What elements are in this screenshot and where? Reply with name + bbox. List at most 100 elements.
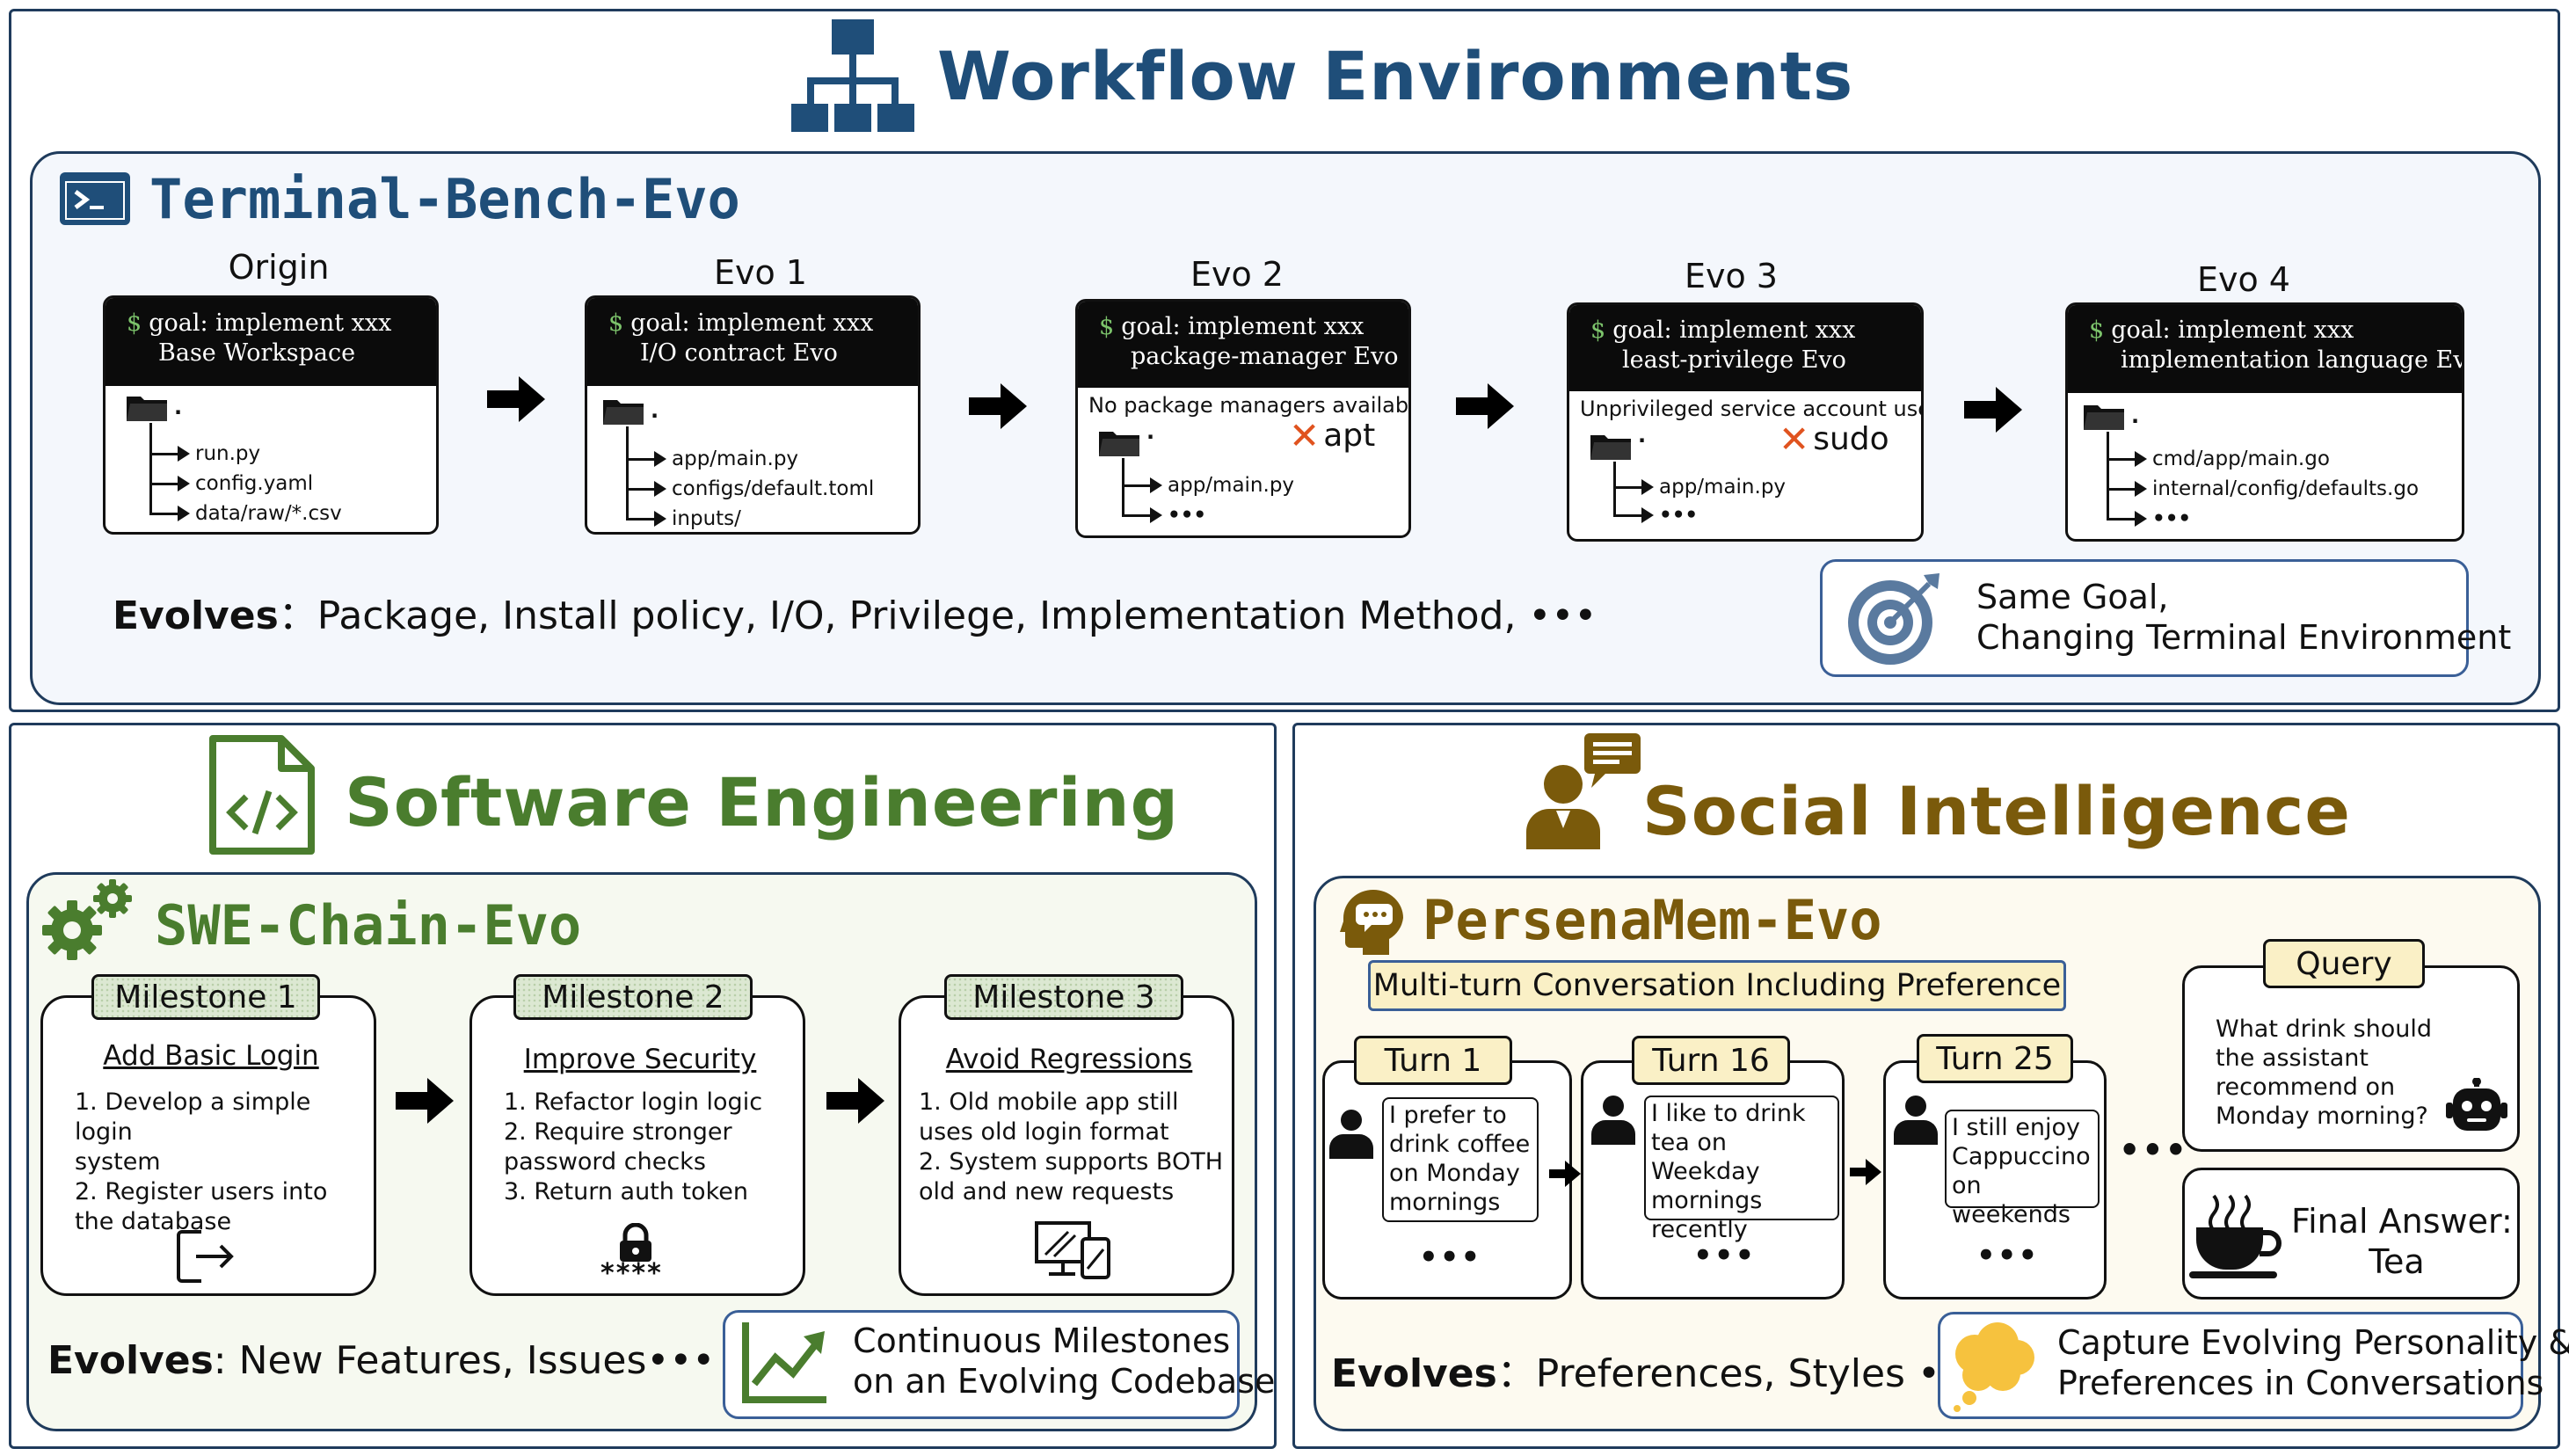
milestone-steps: 1. Old mobile app still uses old login f… — [919, 1088, 1224, 1205]
stage-label-evo3: Evo 3 — [1684, 257, 1778, 295]
tree-item: app/main.py — [1122, 470, 1294, 500]
tree-root: . — [2131, 404, 2140, 428]
goal-text: goal: implement xxx — [1612, 317, 1856, 344]
devices-icon — [1035, 1221, 1110, 1279]
milestone-tag-2: Milestone 2 — [513, 974, 753, 1020]
prompt-icon: $ — [608, 309, 624, 337]
sitemap-icon — [791, 19, 914, 132]
workflow-title: Workflow Environments — [937, 37, 1854, 115]
tree-line — [626, 426, 629, 518]
tree-item: internal/config/defaults.go — [2107, 474, 2419, 504]
variant-text: Base Workspace — [158, 339, 356, 367]
terminal-card-evo2: $goal: implement xxx package-manager Evo… — [1075, 299, 1411, 538]
social-callout-text: Capture Evolving Personality & Preferenc… — [2057, 1323, 2569, 1402]
answer-text: Final Answer: Tea — [2291, 1202, 2513, 1281]
arrow-right-icon — [826, 1078, 884, 1124]
workflow-callout-text: Same Goal, Changing Terminal Environment — [1976, 578, 2512, 657]
trend-chart-icon — [742, 1322, 826, 1403]
folder-icon — [2084, 405, 2124, 430]
message-bubble: I like to drink tea on Weekday mornings … — [1644, 1096, 1839, 1243]
tree-root: . — [174, 395, 183, 419]
tree-item: config.yaml — [149, 469, 313, 499]
terminal-header: $goal: implement xxx I/O contract Evo — [587, 298, 918, 386]
tree-item: ••• — [2107, 504, 2191, 534]
tree-item: ••• — [1122, 500, 1206, 530]
blocked-tool: ✕apt — [1289, 414, 1376, 457]
persenamem-title: PersenaMem-Evo — [1423, 888, 1882, 952]
terminal-card-origin: $goal: implement xxx Base Workspace . ru… — [103, 295, 439, 535]
tree-item: ••• — [1613, 500, 1698, 530]
terminal-header: $goal: implement xxx implementation lang… — [2068, 305, 2462, 393]
gears-icon — [42, 879, 132, 960]
milestone-steps: 1. Develop a simple login system 2. Regi… — [75, 1088, 328, 1235]
social-callout — [1938, 1312, 2523, 1419]
goal-text: goal: implement xxx — [630, 309, 874, 337]
code-file-icon — [209, 735, 315, 855]
tree-root: . — [1146, 419, 1155, 444]
prompt-icon: $ — [1099, 313, 1115, 340]
software-title: Software Engineering — [345, 763, 1180, 841]
query-tag: Query — [2263, 939, 2425, 988]
prompt-icon: $ — [2089, 317, 2105, 344]
tea-cup-icon — [2189, 1194, 2282, 1278]
tree-item: data/raw/*.csv — [149, 499, 342, 528]
milestone-card-3: Avoid Regressions 1. Old mobile app stil… — [899, 995, 1234, 1296]
arrow-right-icon — [1850, 1159, 1881, 1185]
tree-item: app/main.py — [626, 444, 798, 474]
more-dots: ••• — [1693, 1238, 1757, 1273]
milestone-card-2: Improve Security 1. Refactor login logic… — [469, 995, 805, 1296]
swe-chain-title: SWE-Chain-Evo — [155, 893, 582, 957]
arrow-right-icon — [1456, 383, 1514, 429]
software-callout-text: Continuous Milestones on an Evolving Cod… — [853, 1321, 1276, 1401]
terminal-bench-title: Terminal-Bench-Evo — [149, 167, 740, 231]
blocked-tool: ✕sudo — [1779, 418, 1889, 461]
goal-text: goal: implement xxx — [149, 309, 392, 337]
logout-icon — [177, 1230, 234, 1283]
query-text: What drink should the assistant recommen… — [2216, 1016, 2433, 1130]
arrow-right-icon — [487, 376, 545, 422]
stage-label-evo4: Evo 4 — [2196, 260, 2290, 299]
lock-icon — [620, 1223, 651, 1262]
message-bubble: I still enjoy Cappuccino on weekends — [1945, 1110, 2100, 1228]
stage-label-evo2: Evo 2 — [1190, 255, 1284, 294]
more-dots: ••• — [1419, 1240, 1482, 1275]
software-evolves: Evolves: New Features, Issues••• — [47, 1338, 716, 1383]
user-icon — [1894, 1096, 1938, 1145]
tree-item: inputs/ — [626, 504, 741, 532]
terminal-card-evo4: $goal: implement xxx implementation lang… — [2065, 302, 2464, 542]
milestone-steps: 1. Refactor login logic 2. Require stron… — [504, 1088, 763, 1205]
prompt-icon: $ — [1590, 317, 1606, 344]
goal-text: goal: implement xxx — [1121, 313, 1365, 340]
tree-item: run.py — [149, 439, 260, 469]
stage-label-evo1: Evo 1 — [713, 253, 807, 292]
target-icon — [1848, 573, 1939, 665]
terminal-header: $goal: implement xxx package-manager Evo — [1078, 302, 1408, 388]
turn-tag-16: Turn 16 — [1632, 1036, 1790, 1085]
milestone-heading: Avoid Regressions — [945, 1044, 1193, 1075]
prompt-icon: $ — [127, 309, 142, 337]
password-mask: **** — [600, 1258, 663, 1289]
head-chat-icon — [1340, 890, 1403, 955]
turn-tag-25: Turn 25 — [1917, 1034, 2073, 1083]
folder-icon — [603, 400, 644, 425]
milestone-tag-1: Milestone 1 — [91, 974, 320, 1020]
arrow-right-icon — [1964, 387, 2022, 433]
tree-line — [1122, 458, 1124, 516]
thought-cloud-icon — [1954, 1322, 2034, 1412]
tree-line — [149, 423, 152, 513]
conversation-banner: Multi-turn Conversation Including Prefer… — [1368, 960, 2066, 1011]
milestone-card-1: Add Basic Login 1. Develop a simple logi… — [40, 995, 376, 1296]
folder-icon — [1099, 432, 1139, 456]
turn-tag-1: Turn 1 — [1354, 1036, 1512, 1085]
terminal-card-evo1: $goal: implement xxx I/O contract Evo . … — [585, 295, 921, 535]
milestone-heading: Improve Security — [523, 1044, 757, 1075]
social-title: Social Intelligence — [1642, 772, 2351, 850]
env-note: No package managers available — [1088, 393, 1411, 418]
folder-icon — [1590, 435, 1631, 460]
env-note: Unprivileged service account used — [1580, 397, 1924, 421]
workflow-evolves: Evolves：Package, Install policy, I/O, Pr… — [113, 593, 1597, 638]
goal-text: goal: implement xxx — [2111, 317, 2354, 344]
variant-text: implementation language Evo — [2121, 346, 2464, 374]
tree-root: . — [651, 398, 659, 423]
tree-root: . — [1638, 423, 1647, 448]
